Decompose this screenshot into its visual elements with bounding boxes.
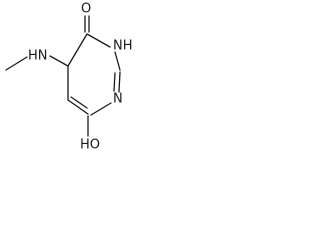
bond-c5-nh (49, 55, 69, 67)
bond-n1-c6 (90, 102, 112, 116)
atom-label-nh-ring: NH (113, 39, 133, 54)
bond-n3-c2 (114, 51, 121, 71)
atom-label-oxygen: O (81, 2, 91, 17)
atom-label-nh-amine: HN (28, 49, 48, 64)
chemical-structure: O NH N HN HO (0, 0, 147, 155)
bond-c5-c4 (67, 33, 88, 67)
atom-label-n-ring: N (113, 92, 123, 107)
bond-c2-n1-b (113, 72, 116, 92)
bond-c4-n3 (86, 33, 111, 48)
structure-drawing: O NH N HN HO (5, 2, 133, 153)
bond-c2-n1-a (118, 71, 121, 93)
bond-c6-c5-inner (70, 96, 88, 109)
bond-nh-methyl (5, 56, 28, 71)
bond-c6-c5 (67, 99, 89, 115)
atom-label-hydroxyl: HO (80, 138, 100, 153)
